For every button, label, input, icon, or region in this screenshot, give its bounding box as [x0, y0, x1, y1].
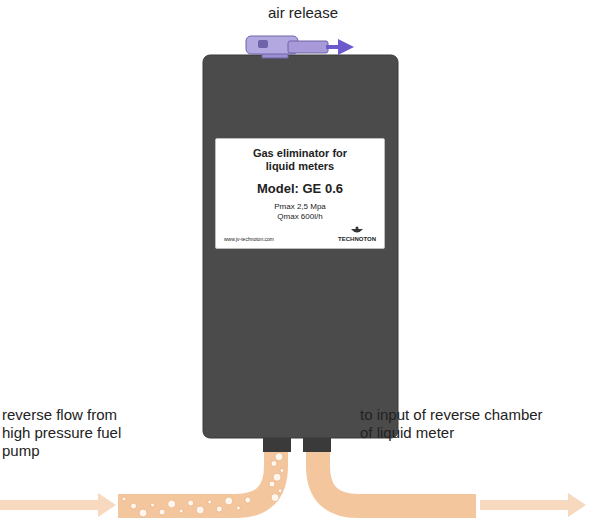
bubble	[188, 500, 194, 506]
part-label: air release	[268, 4, 388, 22]
bubble	[208, 500, 212, 504]
plate-spec: Qmax 600l/h	[277, 212, 322, 222]
flow-label: reverse flow from high pressure fuel pum…	[2, 406, 142, 460]
bubble	[196, 506, 204, 514]
plate-spec: www.jv-technoton.com	[224, 236, 274, 243]
plate-title: Gas eliminator for liquid meters	[240, 147, 360, 173]
plate-footer: www.jv-technoton.com TECHNOTON	[224, 226, 376, 243]
bubble	[280, 468, 284, 472]
air-release-valve	[246, 36, 346, 58]
bubble	[236, 506, 240, 510]
eliminator-housing	[203, 55, 398, 438]
brand-name: TECHNOTON	[338, 226, 376, 243]
nameplate: Gas eliminator for liquid metersModel: G…	[215, 138, 385, 249]
bubble	[159, 509, 165, 515]
bubble	[179, 509, 183, 513]
flow-label: to input of reverse chamber of liquid me…	[360, 406, 556, 442]
bubble	[269, 481, 275, 487]
logo-icon	[350, 226, 364, 235]
bubble	[271, 494, 279, 502]
bubble	[225, 497, 233, 505]
bubble	[275, 453, 283, 461]
outlet-pipe	[318, 446, 476, 506]
bubble	[168, 500, 176, 508]
inlet-pipe	[118, 446, 276, 506]
model-name: Model: GE 0.6	[257, 181, 343, 196]
bubble	[131, 503, 137, 509]
bubble	[151, 503, 155, 507]
bubble	[278, 489, 282, 493]
plate-spec: Pmax 2,5 Mpa	[274, 202, 326, 212]
bubbles	[122, 448, 284, 517]
flow-arrow	[480, 493, 586, 517]
bubble	[273, 473, 281, 481]
bubble	[122, 497, 126, 501]
flow-arrow	[0, 493, 116, 517]
bubble	[245, 497, 251, 503]
bubble	[216, 506, 222, 512]
bubble	[139, 509, 147, 517]
bubble	[271, 461, 277, 467]
